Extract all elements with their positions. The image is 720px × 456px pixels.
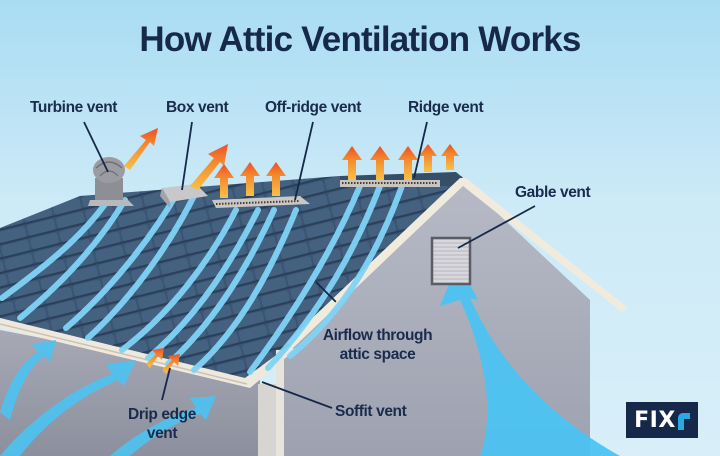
label-airflow-line2: attic space bbox=[339, 346, 416, 363]
label-drip-edge-line1: Drip edge bbox=[128, 406, 196, 423]
label-box-vent: Box vent bbox=[166, 99, 229, 116]
exhaust-arrows bbox=[124, 128, 459, 374]
turbine-vent bbox=[88, 157, 134, 206]
roof-airflow-stripes bbox=[0, 183, 405, 375]
intake-airflow-arrows bbox=[0, 340, 216, 456]
label-turbine-vent: Turbine vent bbox=[30, 99, 118, 116]
label-airflow: Airflow through attic space bbox=[305, 326, 450, 364]
label-gable-vent: Gable vent bbox=[515, 184, 591, 201]
label-off-ridge-vent: Off-ridge vent bbox=[265, 99, 362, 116]
page-title: How Attic Ventilation Works bbox=[139, 20, 581, 59]
label-drip-edge-vent: Drip edge vent bbox=[112, 405, 212, 443]
logo-text: FIX bbox=[634, 407, 676, 433]
label-ridge-vent: Ridge vent bbox=[408, 99, 484, 116]
fixr-logo: FIX bbox=[626, 402, 698, 438]
label-airflow-line1: Airflow through bbox=[322, 327, 433, 344]
roof-surface bbox=[0, 176, 462, 384]
off-ridge-vent bbox=[212, 196, 310, 208]
logo-r-glyph-icon bbox=[677, 412, 690, 430]
label-soffit-vent: Soffit vent bbox=[335, 403, 407, 420]
label-drip-edge-line2: vent bbox=[146, 425, 178, 442]
front-wall bbox=[0, 330, 260, 456]
ridge-vent bbox=[340, 180, 440, 187]
leader-lines bbox=[83, 121, 536, 409]
